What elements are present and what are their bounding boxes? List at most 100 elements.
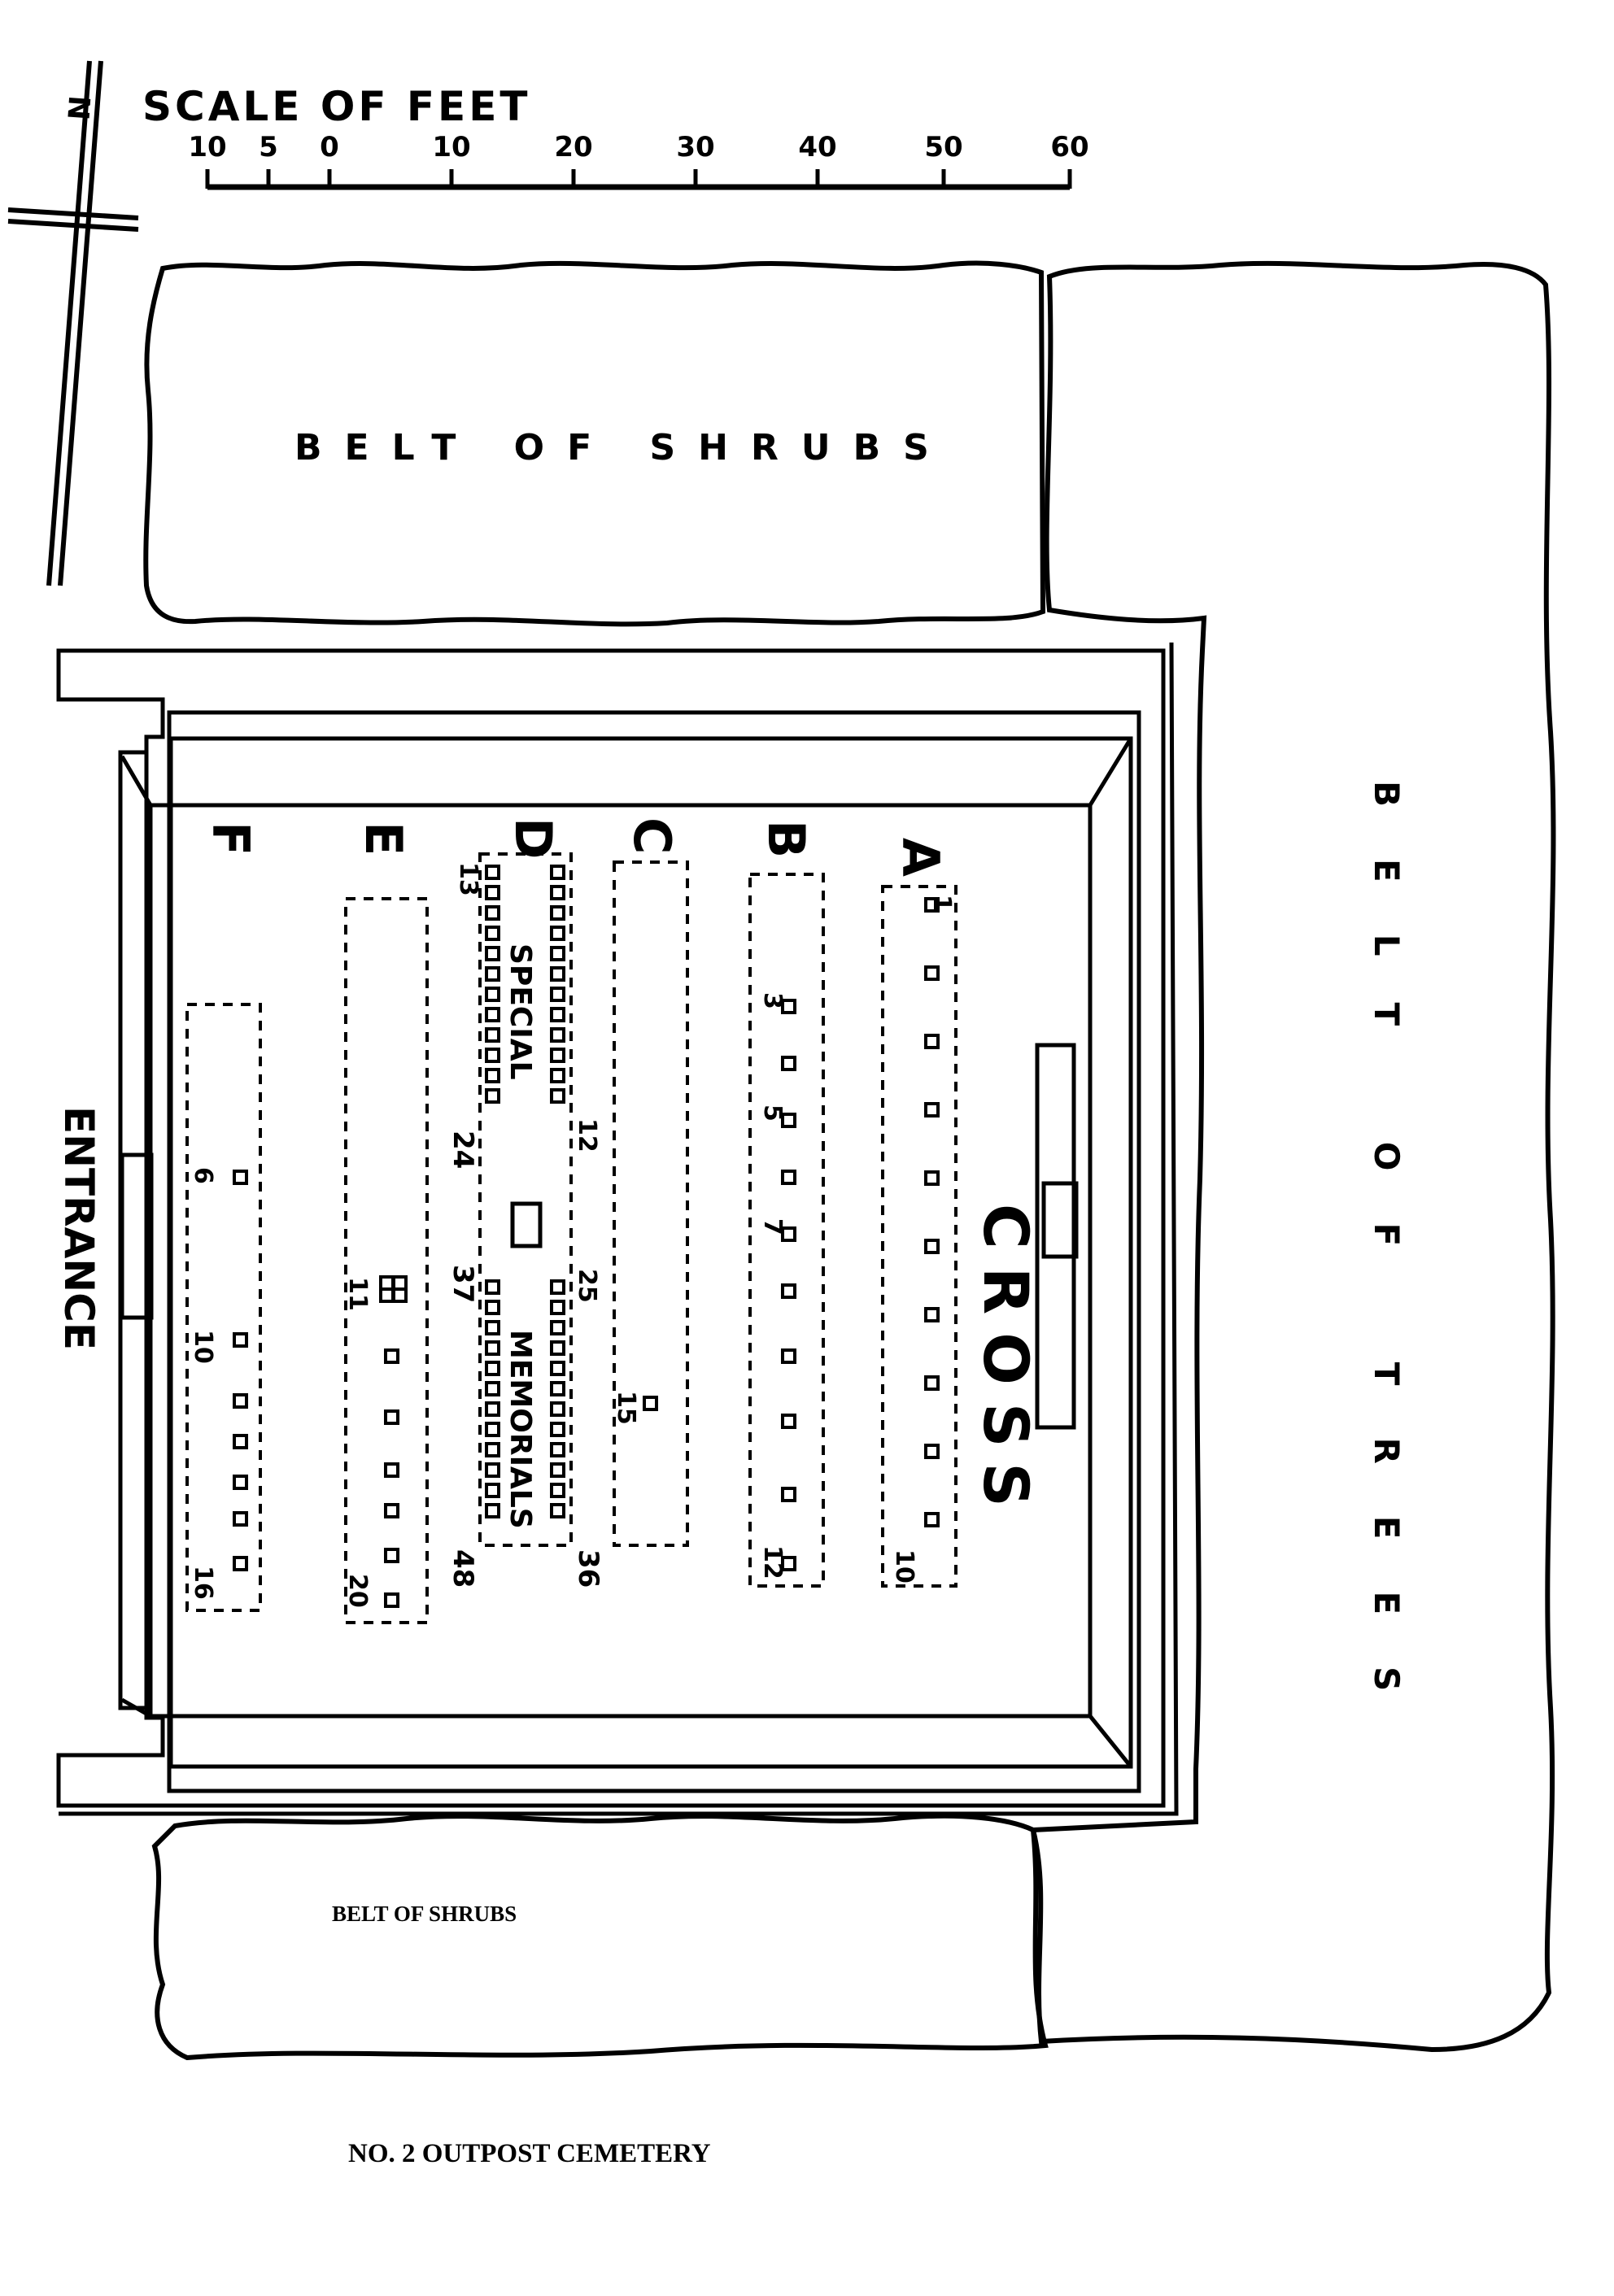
row-labels: A B C D E F [201,817,950,877]
grave-markers [233,865,940,1608]
grave-marker [485,987,500,1002]
row-b-label: B [757,820,816,858]
grave-marker [485,966,500,982]
row-d-num-12: 12 [573,1118,601,1152]
grave-marker [485,905,500,921]
grave-marker [485,865,500,880]
shrub-belt-bottom: BELT OF SHRUBS [151,1813,1049,2061]
grave-marker [485,1361,500,1376]
row-e-num-11: 11 [343,1277,372,1311]
grave-marker [550,1340,565,1356]
grave-marker [233,1434,248,1449]
grave-marker [384,1592,399,1608]
grave-marker [924,897,940,913]
grave-marker [485,885,500,900]
grave-marker [550,1361,565,1376]
grave-marker [485,1340,500,1356]
grave-marker [550,1483,565,1498]
grave-marker [781,1226,796,1242]
grave-marker [485,1320,500,1335]
grave-marker [384,1503,399,1518]
cross: CROSS [970,1043,1079,1525]
row-f-num-6: 6 [189,1167,217,1184]
grave-marker [485,1442,500,1457]
grave-marker [485,1422,500,1437]
grave-marker [485,946,500,961]
memorial-stone [510,1201,543,1248]
grave-marker [233,1556,248,1571]
scale-tick-label: 50 [924,131,962,163]
grave-marker [550,946,565,961]
grave-marker [550,926,565,941]
grave-marker [550,1401,565,1417]
grave-marker [924,1170,940,1186]
row-a-label: A [891,838,950,877]
memorials-label: MEMORIALS [504,1330,537,1529]
row-b-num-3: 3 [758,992,787,1009]
scale-title: SCALE OF FEET [142,83,530,130]
row-f-label: F [201,821,260,856]
grave-marker [384,1548,399,1563]
row-d-num-13: 13 [454,862,482,896]
grave-marker [550,966,565,982]
grave-marker [781,1283,796,1299]
shrub-belt-top: BELT OF SHRUBS [143,260,1046,627]
scale-tick-label: 60 [1050,131,1088,163]
north-arrow: N [7,60,139,586]
grave-marker [392,1275,408,1291]
grave-marker [550,1027,565,1043]
scale-tick-label: 20 [554,131,592,163]
row-d-num-36: 36 [572,1549,604,1588]
grave-marker [924,1102,940,1118]
grave-marker [550,1048,565,1063]
grave-marker [781,1556,796,1571]
grave-marker [379,1275,395,1291]
row-d-num-25: 25 [573,1269,601,1303]
grave-marker [384,1348,399,1364]
tree-belt: BELT OF TREES [1030,260,1556,2053]
row-b-num-12: 12 [758,1545,787,1579]
grave-marker [550,1279,565,1295]
entrance: ENTRANCE [55,1106,154,1350]
grave-marker [384,1462,399,1478]
row-c-label: C [622,817,682,855]
grave-marker [233,1332,248,1348]
grave-marker [485,1279,500,1295]
grave-marker [485,1401,500,1417]
grave-marker [781,999,796,1014]
grave-rows [185,852,957,1624]
row-d-label: D [504,817,563,859]
row-f-num-10: 10 [189,1330,217,1364]
row-f-num-16: 16 [189,1566,217,1600]
grave-marker [924,1034,940,1049]
grave-marker [485,1048,500,1063]
grave-marker [233,1393,248,1409]
grave-marker [485,1068,500,1083]
row-c-num-15: 15 [612,1391,640,1425]
row-d-num-24: 24 [447,1131,479,1169]
grave-numbers: 1 10 3 5 7 12 15 13 12 24 25 37 36 48 11… [189,862,956,1608]
grave-marker [550,1320,565,1335]
grave-marker [485,1483,500,1498]
row-e-plot [344,897,429,1624]
row-c-plot [613,860,689,1547]
grave-marker [550,865,565,880]
grave-marker [550,905,565,921]
row-a-num-last: 10 [890,1549,918,1584]
scale-tick-label: 10 [432,131,470,163]
scale-tick-label: 5 [259,131,278,163]
cemetery-walls [56,642,1179,1816]
grave-marker [384,1409,399,1425]
scale-tick-label: 30 [676,131,714,163]
grave-marker [781,1170,796,1185]
grave-marker [924,1239,940,1254]
row-b-num-5: 5 [758,1104,787,1122]
grave-marker [550,1422,565,1437]
grave-marker [550,1068,565,1083]
shrub-belt-top-label: BELT OF SHRUBS [294,427,952,468]
grave-marker [485,1027,500,1043]
grave-marker [924,1444,940,1459]
grave-marker [550,1381,565,1396]
grave-marker [781,1056,796,1071]
